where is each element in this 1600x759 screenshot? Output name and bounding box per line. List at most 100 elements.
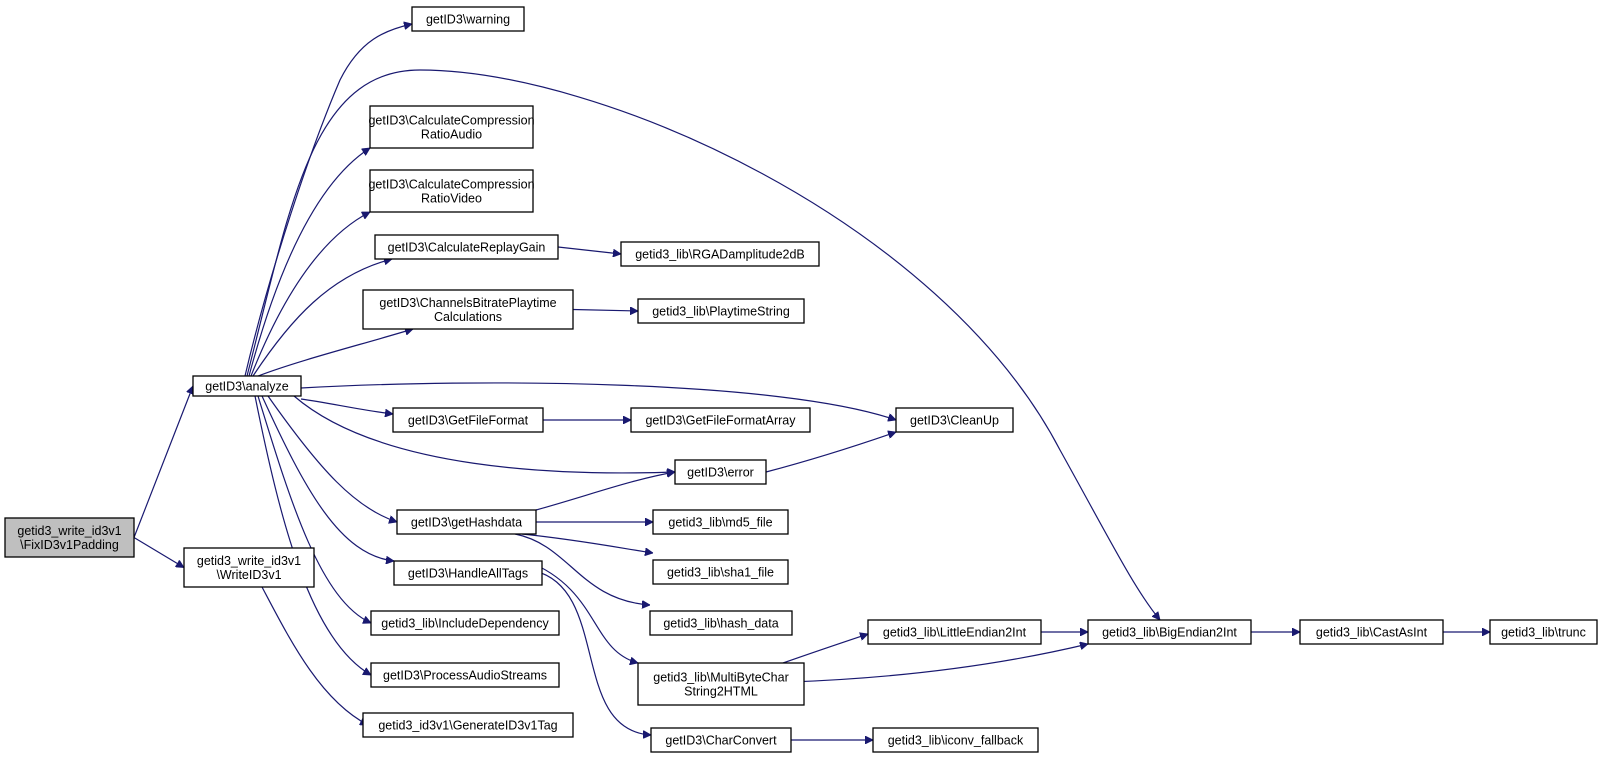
- node-label: getID3\error: [687, 466, 754, 480]
- edge-channels-to-playtime: [572, 310, 638, 312]
- edge-analyze-to-handlealltags: [261, 395, 394, 561]
- node-trunc[interactable]: getid3_lib\trunc: [1489, 619, 1598, 645]
- node-channels[interactable]: getID3\ChannelsBitratePlaytimeCalculatio…: [362, 289, 574, 330]
- node-label: getid3_write_id3v1: [17, 524, 121, 538]
- node-label: getid3_lib\IncludeDependency: [381, 617, 549, 631]
- node-label: getid3_write_id3v1: [197, 554, 301, 568]
- node-playtime[interactable]: getid3_lib\PlaytimeString: [637, 298, 805, 324]
- edge-gethashdata-to-sha1: [521, 533, 653, 553]
- edge-handlealltags-to-charconvert: [534, 570, 651, 735]
- edge-analyze-to-processaudio: [254, 395, 371, 676]
- node-label: getid3_lib\hash_data: [663, 617, 778, 631]
- node-box: [192, 375, 302, 397]
- node-charconvert[interactable]: getID3\CharConvert: [650, 727, 792, 753]
- node-includedep[interactable]: getid3_lib\IncludeDependency: [370, 610, 560, 636]
- node-box: [1299, 619, 1444, 645]
- node-box: [674, 459, 767, 485]
- node-rgad[interactable]: getid3_lib\RGADamplitude2dB: [620, 241, 820, 267]
- node-box: [4, 517, 135, 558]
- node-label: getid3_lib\MultiByteChar: [653, 671, 789, 685]
- node-md5[interactable]: getid3_lib\md5_file: [652, 509, 789, 535]
- edge-analyze-to-channels: [257, 329, 413, 377]
- node-hashdata[interactable]: getid3_lib\hash_data: [649, 610, 793, 636]
- edge-multibyte-to-bigendian: [789, 644, 1088, 683]
- node-box: [872, 727, 1039, 753]
- node-label: getID3\getHashdata: [411, 516, 522, 530]
- node-replaygain[interactable]: getID3\CalculateReplayGain: [374, 234, 559, 260]
- node-box: [392, 407, 544, 433]
- edge-error-to-cleanup: [765, 432, 896, 473]
- edge-analyze-to-bigendian: [246, 69, 1160, 620]
- node-fix[interactable]: getid3_write_id3v1\FixID3v1Padding: [4, 517, 135, 558]
- node-label: getid3_id3v1\GenerateID3v1Tag: [378, 719, 557, 733]
- node-label: \WriteID3v1: [216, 568, 281, 582]
- edge-analyze-to-warning: [244, 24, 412, 377]
- node-handlealltags[interactable]: getID3\HandleAllTags: [393, 560, 543, 586]
- nodes-layer: getid3_write_id3v1\FixID3v1Padding getID3…: [4, 6, 1598, 753]
- node-box: [369, 105, 534, 149]
- node-ffarray[interactable]: getID3\GetFileFormatArray: [630, 407, 811, 433]
- node-label: getid3_lib\sha1_file: [667, 566, 774, 580]
- node-box: [652, 559, 789, 585]
- edge-write-to-generatetag: [261, 586, 368, 726]
- node-label: getID3\GetFileFormat: [408, 414, 529, 428]
- node-analyze[interactable]: getID3\analyze: [192, 375, 302, 397]
- node-label: getid3_lib\trunc: [1501, 626, 1586, 640]
- node-generatetag[interactable]: getid3_id3v1\GenerateID3v1Tag: [362, 712, 574, 738]
- node-box: [370, 662, 560, 688]
- node-box: [652, 509, 789, 535]
- edge-multibyte-to-littleendian: [782, 634, 868, 664]
- node-box: [369, 169, 534, 213]
- edge-gethashdata-to-hashdata: [514, 533, 650, 605]
- node-bigendian[interactable]: getid3_lib\BigEndian2Int: [1087, 619, 1252, 645]
- node-castasint[interactable]: getid3_lib\CastAsInt: [1299, 619, 1444, 645]
- node-label: getID3\CalculateReplayGain: [388, 241, 546, 255]
- edges-layer: [133, 24, 1490, 740]
- node-box: [183, 547, 315, 588]
- edge-analyze-to-ccrvideo: [250, 211, 370, 377]
- edge-replaygain-to-rgad: [557, 246, 621, 254]
- node-box: [867, 619, 1042, 645]
- node-cleanup[interactable]: getID3\CleanUp: [895, 407, 1014, 433]
- node-label: getID3\CalculateCompression: [368, 178, 534, 192]
- node-error[interactable]: getID3\error: [674, 459, 767, 485]
- edge-handlealltags-to-multibyte: [526, 560, 638, 663]
- node-label: Calculations: [434, 310, 502, 324]
- edge-analyze-to-getfileformat: [300, 398, 393, 414]
- node-iconv[interactable]: getid3_lib\iconv_fallback: [872, 727, 1039, 753]
- edge-analyze-to-gethashdata: [267, 395, 397, 522]
- edge-fix-to-analyze: [133, 386, 193, 538]
- node-warning[interactable]: getID3\warning: [411, 6, 525, 32]
- node-label: getID3\GetFileFormatArray: [645, 414, 796, 428]
- node-sha1[interactable]: getid3_lib\sha1_file: [652, 559, 789, 585]
- edge-analyze-to-cleanup: [300, 382, 896, 420]
- node-label: getid3_lib\PlaytimeString: [652, 305, 790, 319]
- node-label: getID3\HandleAllTags: [408, 567, 528, 581]
- node-box: [370, 610, 560, 636]
- node-label: getid3_lib\LittleEndian2Int: [883, 626, 1027, 640]
- node-box: [362, 289, 574, 330]
- edge-fix-to-write: [133, 536, 184, 569]
- node-write[interactable]: getid3_write_id3v1\WriteID3v1: [183, 547, 315, 588]
- node-processaudio[interactable]: getID3\ProcessAudioStreams: [370, 662, 560, 688]
- node-gethashdata[interactable]: getID3\getHashdata: [396, 509, 537, 535]
- node-label: RatioVideo: [421, 192, 482, 206]
- node-label: getID3\warning: [426, 13, 510, 27]
- node-box: [650, 727, 792, 753]
- node-littleendian[interactable]: getid3_lib\LittleEndian2Int: [867, 619, 1042, 645]
- node-label: getID3\CleanUp: [910, 414, 999, 428]
- edge-analyze-to-replaygain: [252, 259, 392, 377]
- node-box: [630, 407, 811, 433]
- edge-analyze-to-error: [293, 395, 675, 473]
- node-box: [895, 407, 1014, 433]
- node-getfileformat[interactable]: getID3\GetFileFormat: [392, 407, 544, 433]
- node-box: [362, 712, 574, 738]
- node-box: [374, 234, 559, 260]
- edge-analyze-to-ccraudio: [248, 147, 370, 377]
- node-label: String2HTML: [684, 685, 758, 699]
- node-label: getID3\analyze: [205, 380, 288, 394]
